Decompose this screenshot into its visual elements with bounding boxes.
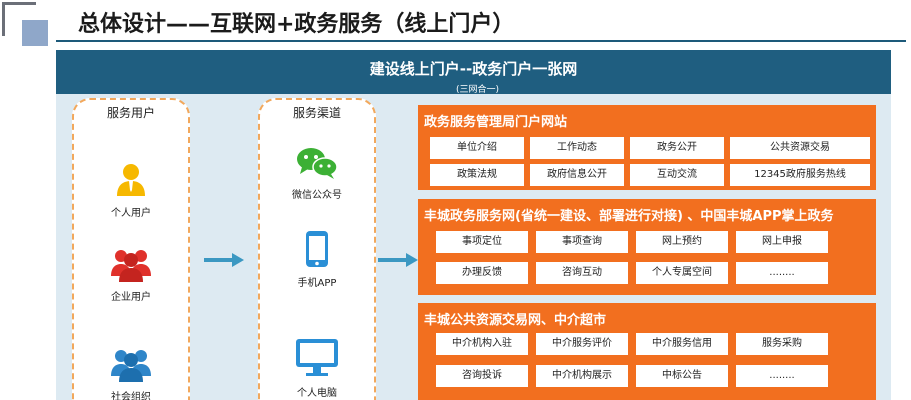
panel-title: 丰城政务服务网(省统一建设、部署进行对接) 、中国丰城APP掌上政务 — [424, 209, 834, 224]
service-button[interactable]: 中介服务信用 — [636, 333, 728, 355]
corner-frame — [2, 2, 36, 36]
arrow-right-icon — [378, 253, 418, 267]
user-label: 个人用户 — [111, 208, 151, 219]
service-button[interactable]: ........ — [736, 262, 828, 284]
service-button[interactable]: 网上预约 — [636, 231, 728, 253]
user-item-individual: 个人用户 — [74, 162, 188, 219]
service-button[interactable]: 政府信息公开 — [530, 164, 624, 186]
channel-item-pc: 个人电脑 — [260, 338, 374, 399]
panel-title: 政务服务管理局门户网站 — [424, 115, 568, 130]
slide-title: 总体设计——互联网+政务服务（线上门户） — [78, 12, 515, 37]
wechat-icon — [296, 146, 338, 184]
channel-label: 个人电脑 — [297, 388, 337, 399]
service-button[interactable]: 个人专属空间 — [636, 262, 728, 284]
service-button[interactable]: 单位介绍 — [430, 137, 524, 159]
computer-icon — [295, 338, 339, 382]
banner: 建设线上门户--政务门户一张网 (三网合一) — [56, 50, 891, 95]
public-resources-panel: 丰城公共资源交易网、中介超市 中介机构入驻 中介服务评价 中介服务信用 服务采购… — [418, 303, 876, 400]
service-button[interactable]: 12345政府服务热线 — [730, 164, 870, 186]
users-heading: 服务用户 — [106, 106, 155, 120]
service-button[interactable]: 事项查询 — [536, 231, 628, 253]
service-button[interactable]: 办理反馈 — [436, 262, 528, 284]
person-icon — [114, 162, 148, 202]
user-label: 社会组织 — [111, 392, 151, 400]
banner-subtitle: (三网合一) — [456, 85, 500, 95]
organization-icon — [111, 346, 151, 386]
portal-website-panel: 政务服务管理局门户网站 单位介绍 工作动态 政务公开 公共资源交易 政策法规 政… — [418, 105, 876, 190]
user-label: 企业用户 — [111, 292, 151, 303]
service-button[interactable]: 政务公开 — [630, 137, 724, 159]
service-button[interactable]: 中标公告 — [636, 365, 728, 387]
channel-label: 手机APP — [297, 278, 337, 289]
service-button[interactable]: ........ — [736, 365, 828, 387]
panel-title: 丰城公共资源交易网、中介超市 — [424, 313, 607, 328]
service-button[interactable]: 事项定位 — [436, 231, 528, 253]
service-button[interactable]: 中介机构展示 — [536, 365, 628, 387]
service-button[interactable]: 网上申报 — [736, 231, 828, 253]
channel-label: 微信公众号 — [292, 190, 342, 201]
corner-square — [22, 20, 48, 46]
service-button[interactable]: 咨询互动 — [536, 262, 628, 284]
channel-item-wechat: 微信公众号 — [260, 146, 374, 201]
phone-icon — [305, 230, 329, 272]
service-button[interactable]: 中介服务评价 — [536, 333, 628, 355]
service-button[interactable]: 工作动态 — [530, 137, 624, 159]
group-icon — [111, 246, 151, 286]
user-item-organization: 社会组织 — [74, 346, 188, 400]
title-rule — [56, 40, 906, 42]
channels-heading: 服务渠道 — [292, 106, 341, 120]
government-service-net-panel: 丰城政务服务网(省统一建设、部署进行对接) 、中国丰城APP掌上政务 事项定位 … — [418, 199, 876, 295]
channels-column: 服务渠道 微信公众号 — [258, 98, 376, 400]
service-button[interactable]: 中介机构入驻 — [436, 333, 528, 355]
users-column: 服务用户 个人用户 — [72, 98, 190, 400]
user-item-enterprise: 企业用户 — [74, 246, 188, 303]
service-button[interactable]: 咨询投诉 — [436, 365, 528, 387]
service-button[interactable]: 互动交流 — [630, 164, 724, 186]
service-button[interactable]: 服务采购 — [736, 333, 828, 355]
banner-title: 建设线上门户--政务门户一张网 — [369, 60, 578, 78]
service-button[interactable]: 政策法规 — [430, 164, 524, 186]
service-button[interactable]: 公共资源交易 — [730, 137, 870, 159]
arrow-right-icon — [204, 253, 244, 267]
diagram-area: 建设线上门户--政务门户一张网 (三网合一) 服务用户 个人用户 — [56, 50, 891, 400]
channel-item-app: 手机APP — [260, 230, 374, 289]
